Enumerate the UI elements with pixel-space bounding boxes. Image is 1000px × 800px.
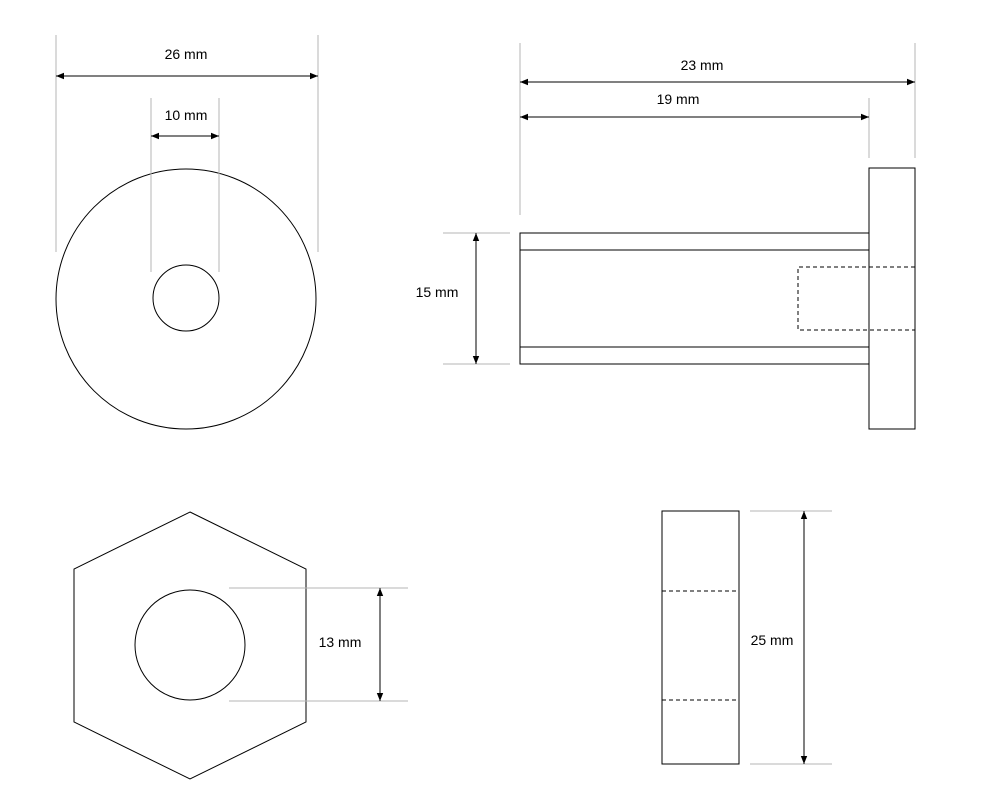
hexagon-outline xyxy=(73,511,307,780)
nut-side-view: 25 mm xyxy=(661,510,832,765)
shank-body xyxy=(519,232,870,365)
overall-length-label: 23 mm xyxy=(681,57,724,73)
nut-bore-label: 13 mm xyxy=(319,634,362,650)
shank-diameter-label: 15 mm xyxy=(416,284,459,300)
bore-diameter-label: 10 mm xyxy=(165,107,208,123)
flange-front-view: 26 mm 10 mm xyxy=(55,35,319,430)
nut-side-body xyxy=(661,510,740,765)
nut-hidden-bore xyxy=(661,590,740,701)
bore-circle xyxy=(152,264,220,332)
hex-nut-front-view: 13 mm xyxy=(73,511,408,780)
shank-length-label: 19 mm xyxy=(657,91,700,107)
hidden-recess xyxy=(797,266,915,331)
flange-head xyxy=(868,167,916,430)
side-view: 23 mm 19 mm 15 mm xyxy=(416,43,916,430)
flange-outer-circle xyxy=(55,168,317,430)
nut-thickness-label: 25 mm xyxy=(751,632,794,648)
outer-diameter-label: 26 mm xyxy=(165,46,208,62)
nut-bore-circle xyxy=(134,589,246,701)
